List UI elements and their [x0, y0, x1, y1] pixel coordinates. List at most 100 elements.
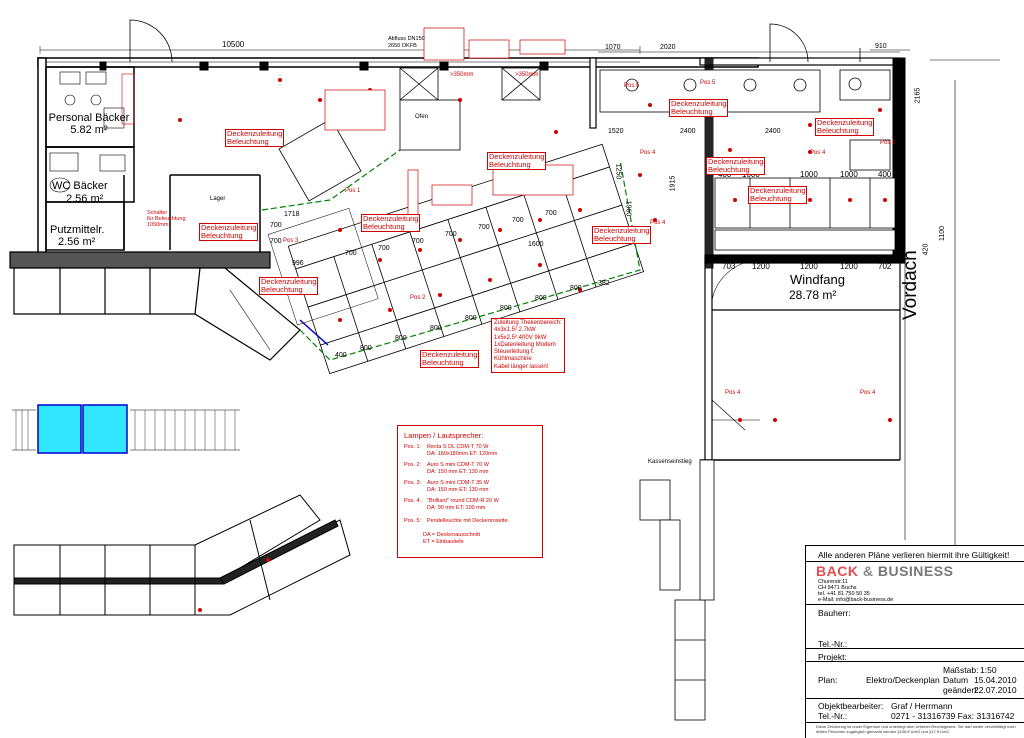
legend-sub: DA: 150 mm ET: 130 mm	[427, 487, 489, 493]
legend-title: Lampen / Lautsprecher:	[404, 431, 484, 440]
counter-elevation	[13, 494, 351, 616]
dim-wind-0: 703	[722, 262, 736, 271]
notice-text: Alle anderen Pläne verlieren hiermit ihr…	[818, 550, 1010, 560]
room-putz-name: Putzmittelr.	[50, 224, 105, 236]
legend-text: "Brilliant" round CDM-R 20 W	[427, 498, 499, 504]
legend-sub: DA: 150 mm ET: 130 mm	[427, 469, 489, 475]
blue-edge-line	[299, 319, 329, 346]
datum-value: 15.04.2010	[974, 675, 1017, 685]
dim-counter-front-2: 800	[395, 335, 407, 342]
pos-label-5a: Pos 5	[880, 140, 896, 146]
fuse-box	[121, 73, 135, 125]
dim-counter-front-6: 800	[535, 295, 547, 302]
glass-display-plan	[37, 404, 128, 454]
front-glazing-band	[9, 251, 301, 361]
pos-label-1: Pos 1	[345, 188, 361, 194]
dim-counter-back-2: 700	[378, 245, 390, 252]
dim-counter-back-6: 700	[512, 217, 524, 224]
zuleitung-box: Zuleitung Thekenbereich: 4x3x1.5² 2.7kW …	[491, 318, 565, 374]
legend-text: Auro S mini CDM-T 70 W	[427, 462, 489, 468]
dim-cab-3: 1000	[840, 170, 858, 179]
dim-counter-back-1: 700	[345, 250, 357, 257]
deckenzuleitung-box-5: Deckenzuleitung Beleuchtung	[592, 226, 652, 244]
dim-right-top-b: 2020	[660, 44, 676, 51]
room-wc-area: 2.56 m²	[66, 193, 104, 205]
pos-label-4b: Pos 4	[810, 150, 826, 156]
legend-footnote-1: DA = Deckenausschnitt	[423, 532, 481, 538]
plan-label: Plan:	[818, 675, 838, 685]
legend-pos: Pos. 3:	[404, 480, 422, 486]
room-windfang-area: 28.78 m²	[789, 288, 837, 302]
legend-footnote-2: ET = Einbautiefe	[423, 539, 464, 545]
dim-1520: 1520	[608, 128, 624, 135]
ovens	[278, 67, 541, 202]
dim-counter-front-1: 800	[360, 345, 372, 352]
pos-label-5b: Pos 5	[624, 83, 640, 89]
room-windfang-name: Windfang	[790, 272, 845, 287]
dim-counter-front-7: 800	[570, 285, 582, 292]
windfang-door-swing	[711, 259, 763, 301]
objektbearbeiter-label: Objektbearbeiter:	[818, 701, 884, 711]
brand-amp: &	[862, 563, 874, 579]
pos-label-2: Pos 2	[410, 295, 426, 301]
dim-1915: 1915	[669, 175, 677, 192]
dim-counter-back-5: 700	[478, 224, 490, 231]
dim-cab-4: 400	[878, 170, 892, 179]
legend-sub: DA: 90 mm ET: 100 mm	[427, 505, 486, 511]
annotation-boxes	[324, 27, 574, 231]
light-fixture-markers	[178, 78, 892, 612]
dim-1600: 1600	[528, 241, 544, 248]
legend-pos: Pos. 4:	[404, 498, 422, 504]
dim-counter-back-7: 700	[545, 210, 557, 217]
kassenseinstieg-label: Kassenseinstieg	[648, 459, 692, 465]
legend-text: Auro S mini CDM-T 35 W	[427, 480, 489, 486]
cash-desk	[639, 459, 715, 721]
legend-pos: Pos. 2:	[404, 462, 422, 468]
room-wc-name: WC Bäcker	[52, 180, 108, 192]
dim-wind-3: 1200	[840, 262, 858, 271]
green-outline	[261, 149, 641, 361]
room-lager: Lager	[210, 196, 226, 202]
dim-1718: 1718	[284, 211, 300, 218]
legend-pos: Pos. 1:	[404, 444, 422, 450]
deckenzuleitung-box-4: Deckenzuleitung Beleuchtung	[487, 152, 547, 170]
pos-label-4d: Pos 4	[725, 390, 741, 396]
title-block: Alle anderen Pläne verlieren hiermit ihr…	[805, 545, 1024, 738]
deckenzuleitung-box-8: Deckenzuleitung Beleuchtung	[669, 99, 729, 117]
dim-2400b: 2400	[765, 128, 781, 135]
legend-text: Pendelleuchte mit Deckenrosette.	[427, 518, 510, 524]
dim-wind-2: 1200	[800, 262, 818, 271]
brand-business: BUSINESS	[877, 563, 954, 579]
legend-pos: Pos. 5:	[404, 518, 422, 524]
dim-wind-1: 1200	[752, 262, 770, 271]
display-ribs	[15, 410, 236, 450]
massstab-value: 1:50	[980, 665, 997, 675]
vordach-lines	[904, 59, 1000, 550]
deckenzuleitung-box-3: Deckenzuleitung Beleuchtung	[361, 214, 421, 232]
plan-value: Elektro/Deckenplan	[866, 675, 940, 685]
dim-2165: 2165	[914, 87, 922, 104]
deckenzuleitung-box-7: Deckenzuleitung Beleuchtung	[420, 350, 480, 368]
deckenzuleitung-box-10: Deckenzuleitung Beleuchtung	[748, 186, 808, 204]
dim-420: 420	[922, 243, 930, 256]
geaendert-label: geändert:	[943, 685, 979, 695]
dim-2400a: 2400	[680, 128, 696, 135]
deckenzuleitung-box-9: Deckenzuleitung Beleuchtung	[706, 157, 766, 175]
room-vordach: Vordach	[900, 250, 921, 320]
dim-350-a: >350mm	[450, 72, 474, 78]
room-putz-area: 2.56 m²	[58, 236, 96, 248]
dim-350-b: >350mm	[515, 72, 539, 78]
dim-counter-front-5: 800	[500, 305, 512, 312]
windfang-door-swing-lower	[711, 399, 760, 431]
legend-sub: DA: 180x180mm ET: 120mm	[427, 451, 498, 457]
deckenzuleitung-box-2: Deckenzuleitung Beleuchtung	[199, 223, 259, 241]
brand-logo: BACK & BUSINESS	[816, 563, 953, 579]
deckenzuleitung-box-11: Deckenzuleitung Beleuchtung	[815, 118, 875, 136]
dim-wind-4: 702	[878, 262, 892, 271]
staff-rooms	[45, 66, 261, 255]
disclaimer-text: Diese Zeichnung ist unser Eigentum und u…	[816, 724, 1016, 734]
geaendert-value: 22.07.2010	[974, 685, 1017, 695]
dim-counter-back-0: 996	[292, 260, 304, 267]
abfluss-label: Abfluss DN150 2650 OKFB	[388, 36, 425, 49]
